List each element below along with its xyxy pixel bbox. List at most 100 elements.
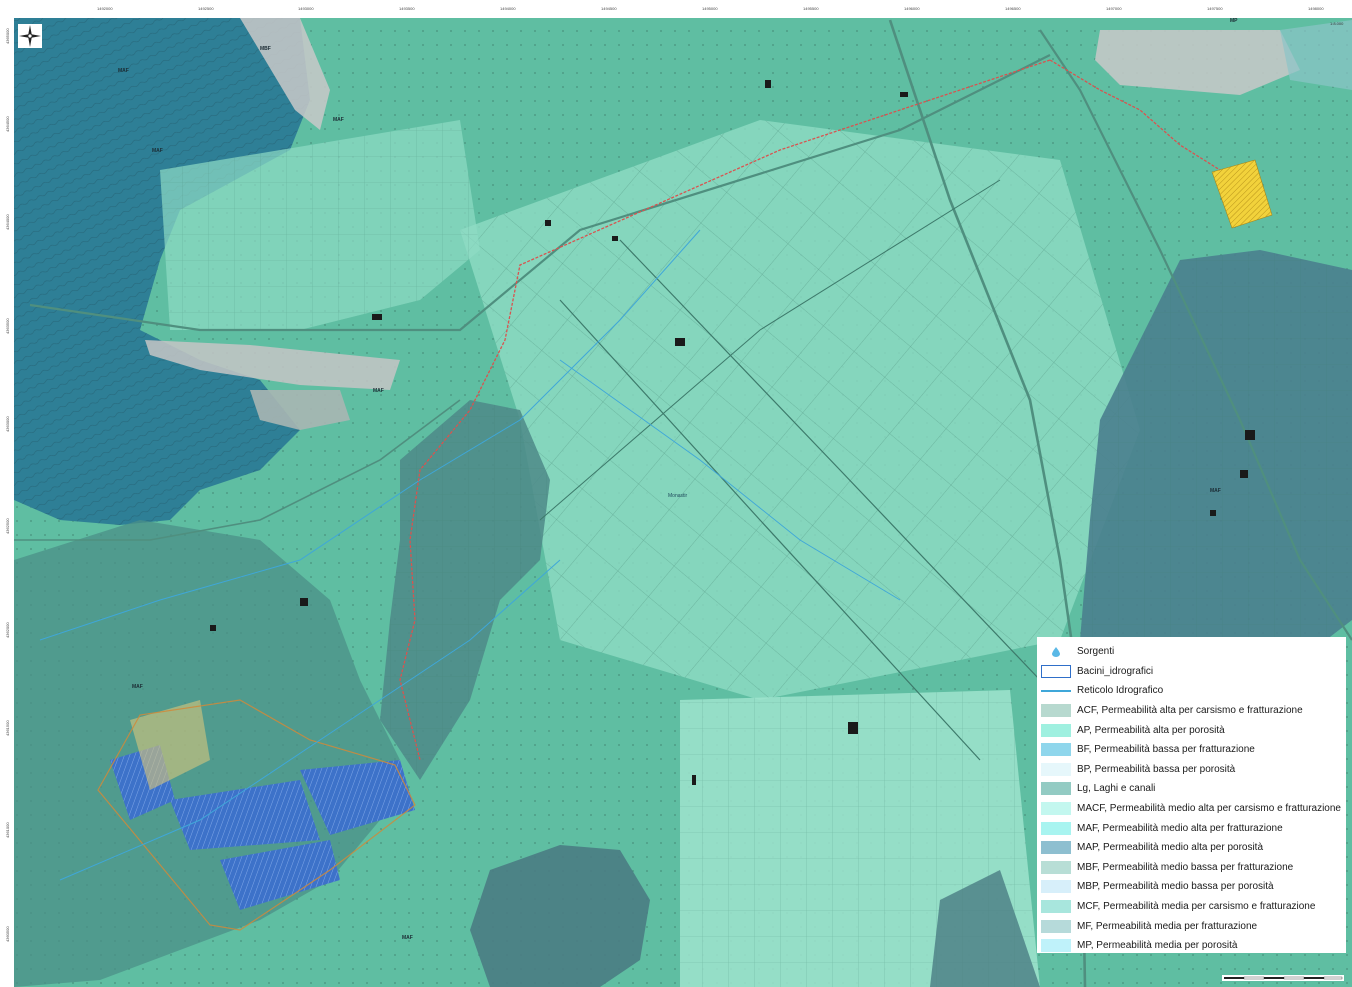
legend-item-maf[interactable]: MAF, Permeabilità medio alta per frattur…: [1041, 818, 1342, 838]
road-west: [14, 399, 461, 541]
zone-label-maf-4: MAF: [373, 388, 384, 394]
solar-field-2: [170, 780, 320, 850]
color-swatch: [1041, 762, 1071, 776]
x-tick-label: 1496500: [1005, 6, 1021, 11]
legend-item-reticolo[interactable]: Reticolo Idrografico: [1041, 681, 1342, 701]
zone-label-mbf-1: MBF: [260, 46, 271, 52]
yellow-parcel[interactable]: [1211, 159, 1273, 229]
legend-item-mcf[interactable]: MCF, Permeabilità media per carsismo e f…: [1041, 897, 1342, 917]
east-settlement-grid: [1080, 250, 1352, 700]
legend-label: BP, Permeabilità bassa per porosità: [1077, 763, 1236, 775]
yellow-parcel-sw: [130, 700, 210, 790]
legend-item-map[interactable]: MAP, Permeabilità medio alta per porosit…: [1041, 838, 1342, 858]
legend-item-mp[interactable]: MP, Permeabilità media per porosità: [1041, 936, 1342, 956]
stream-3: [559, 359, 901, 601]
legend-item-mbf[interactable]: MBF, Permeabilità medio bassa per frattu…: [1041, 858, 1342, 878]
x-tick-label: 1494000: [500, 6, 516, 11]
quarry-pit: [250, 390, 350, 430]
legend-item-sorgenti[interactable]: Sorgenti: [1041, 642, 1342, 662]
quarry-strip: [145, 340, 400, 390]
zone-label-maf-5: MAF: [1210, 488, 1221, 494]
south-village-zone: [470, 845, 650, 987]
road-main-ne: [29, 54, 1051, 332]
northeast-edge: [1280, 20, 1352, 90]
zone-label-maf-6: MAF: [132, 684, 143, 690]
legend-label: MP, Permeabilità media per porosità: [1077, 940, 1238, 952]
legend-item-mf[interactable]: MF, Permeabilità media per fratturazione: [1041, 916, 1342, 936]
y-tick-label: 4362500: [5, 518, 10, 534]
route-line-main[interactable]: [399, 59, 1051, 761]
legend-label: MAP, Permeabilità medio alta per porosit…: [1077, 842, 1264, 854]
color-swatch: [1041, 723, 1071, 737]
color-swatch: [1041, 704, 1071, 718]
legend-item-bacini[interactable]: Bacini_idrografici: [1041, 662, 1342, 682]
map-top-border: [0, 0, 1352, 18]
road-diagonal-1: [559, 299, 981, 761]
color-swatch: [1041, 802, 1071, 816]
color-swatch: [1041, 782, 1071, 796]
legend-label: BF, Permeabilità bassa per fratturazione: [1077, 744, 1255, 756]
quarry-north: [240, 18, 330, 130]
legend-label: AP, Permeabilità alta per porosità: [1077, 724, 1225, 736]
legend-item-ap[interactable]: AP, Permeabilità alta per porosità: [1041, 720, 1342, 740]
legend-label: MCF, Permeabilità media per carsismo e f…: [1077, 901, 1316, 913]
legend-label: MF, Permeabilità media per fratturazione: [1077, 920, 1258, 932]
x-tick-label: 1495500: [803, 6, 819, 11]
color-swatch: [1041, 821, 1071, 835]
x-tick-label: 1497000: [1106, 6, 1122, 11]
mbf-grid-center: [380, 400, 550, 780]
legend-item-bp[interactable]: BP, Permeabilità bassa per porosità: [1041, 760, 1342, 780]
scale-bar: [1222, 975, 1344, 981]
legend-item-lg[interactable]: Lg, Laghi e canali: [1041, 779, 1342, 799]
color-swatch: [1041, 743, 1071, 757]
legend-label: Sorgenti: [1077, 646, 1115, 658]
y-tick-label: 4364500: [5, 116, 10, 132]
zone-label-maf-7: MAF: [402, 935, 413, 941]
zone-label-maf-3: MAF: [333, 117, 344, 123]
basin-outline-sw: [97, 699, 416, 931]
stream-2: [59, 559, 561, 881]
northeast-quarry: [1095, 30, 1300, 95]
solar-field-4: [220, 840, 340, 910]
legend-label: ACF, Permeabilità alta per carsismo e fr…: [1077, 705, 1303, 717]
legend-label: MBF, Permeabilità medio bassa per frattu…: [1077, 861, 1294, 873]
legend-label: MACF, Permeabilità medio alta per carsis…: [1077, 803, 1341, 815]
map-legend: Sorgenti Bacini_idrografici Reticolo Idr…: [1037, 637, 1346, 953]
legend-item-bf[interactable]: BF, Permeabilità bassa per fratturazione: [1041, 740, 1342, 760]
x-tick-label: 1493000: [298, 6, 314, 11]
x-tick-label: 1492000: [97, 6, 113, 11]
stream-1: [39, 229, 701, 641]
y-tick-label: 4360500: [5, 926, 10, 942]
compass-icon: [18, 24, 42, 48]
legend-label: Reticolo Idrografico: [1077, 685, 1164, 697]
legend-label: Lg, Laghi e canali: [1077, 783, 1156, 795]
southeast-dark-patch: [930, 870, 1040, 987]
y-tick-label: 4363000: [5, 416, 10, 432]
legend-list: Sorgenti Bacini_idrografici Reticolo Idr…: [1041, 642, 1342, 956]
x-tick-label: 1492500: [198, 6, 214, 11]
mountain-contours-nw: [14, 18, 310, 525]
color-swatch: [1041, 880, 1071, 894]
buildings: [210, 80, 1255, 785]
route-line-east[interactable]: [1049, 59, 1221, 171]
color-swatch: [1041, 900, 1071, 914]
legend-label: MBP, Permeabilità medio bassa per porosi…: [1077, 881, 1274, 893]
legend-item-mbp[interactable]: MBP, Permeabilità medio bassa per porosi…: [1041, 877, 1342, 897]
x-tick-label: 1494500: [601, 6, 617, 11]
color-swatch: [1041, 860, 1071, 874]
zone-label-maf-1: MAF: [118, 68, 129, 74]
scale-ratio: 1:8.000: [1330, 21, 1344, 26]
legend-item-macf[interactable]: MACF, Permeabilità medio alta per carsis…: [1041, 799, 1342, 819]
settlement-label: Monastir: [668, 493, 688, 499]
color-swatch: [1041, 841, 1071, 855]
outline-swatch-icon: [1041, 664, 1071, 678]
road-diagonal-3: [539, 179, 1001, 521]
y-axis-ticks: 4365000 4364500 4364000 4363500 4363000 …: [5, 28, 10, 942]
y-tick-label: 4362000: [5, 622, 10, 638]
x-tick-label: 1496000: [904, 6, 920, 11]
x-tick-label: 1498000: [1308, 6, 1324, 11]
color-swatch: [1041, 939, 1071, 953]
legend-item-acf[interactable]: ACF, Permeabilità alta per carsismo e fr…: [1041, 701, 1342, 721]
